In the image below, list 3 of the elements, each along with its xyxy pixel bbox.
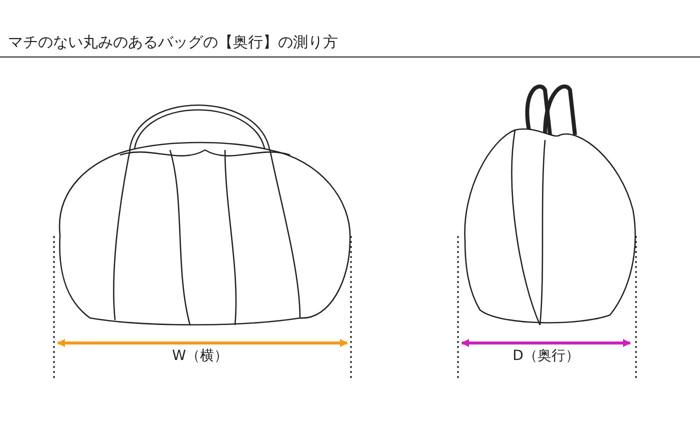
- dimension-label: D（奥行）: [512, 347, 580, 365]
- page-title: マチのない丸みのあるバッグの【奥行】の測り方: [8, 33, 338, 52]
- dimension-label: W（横）: [172, 347, 228, 365]
